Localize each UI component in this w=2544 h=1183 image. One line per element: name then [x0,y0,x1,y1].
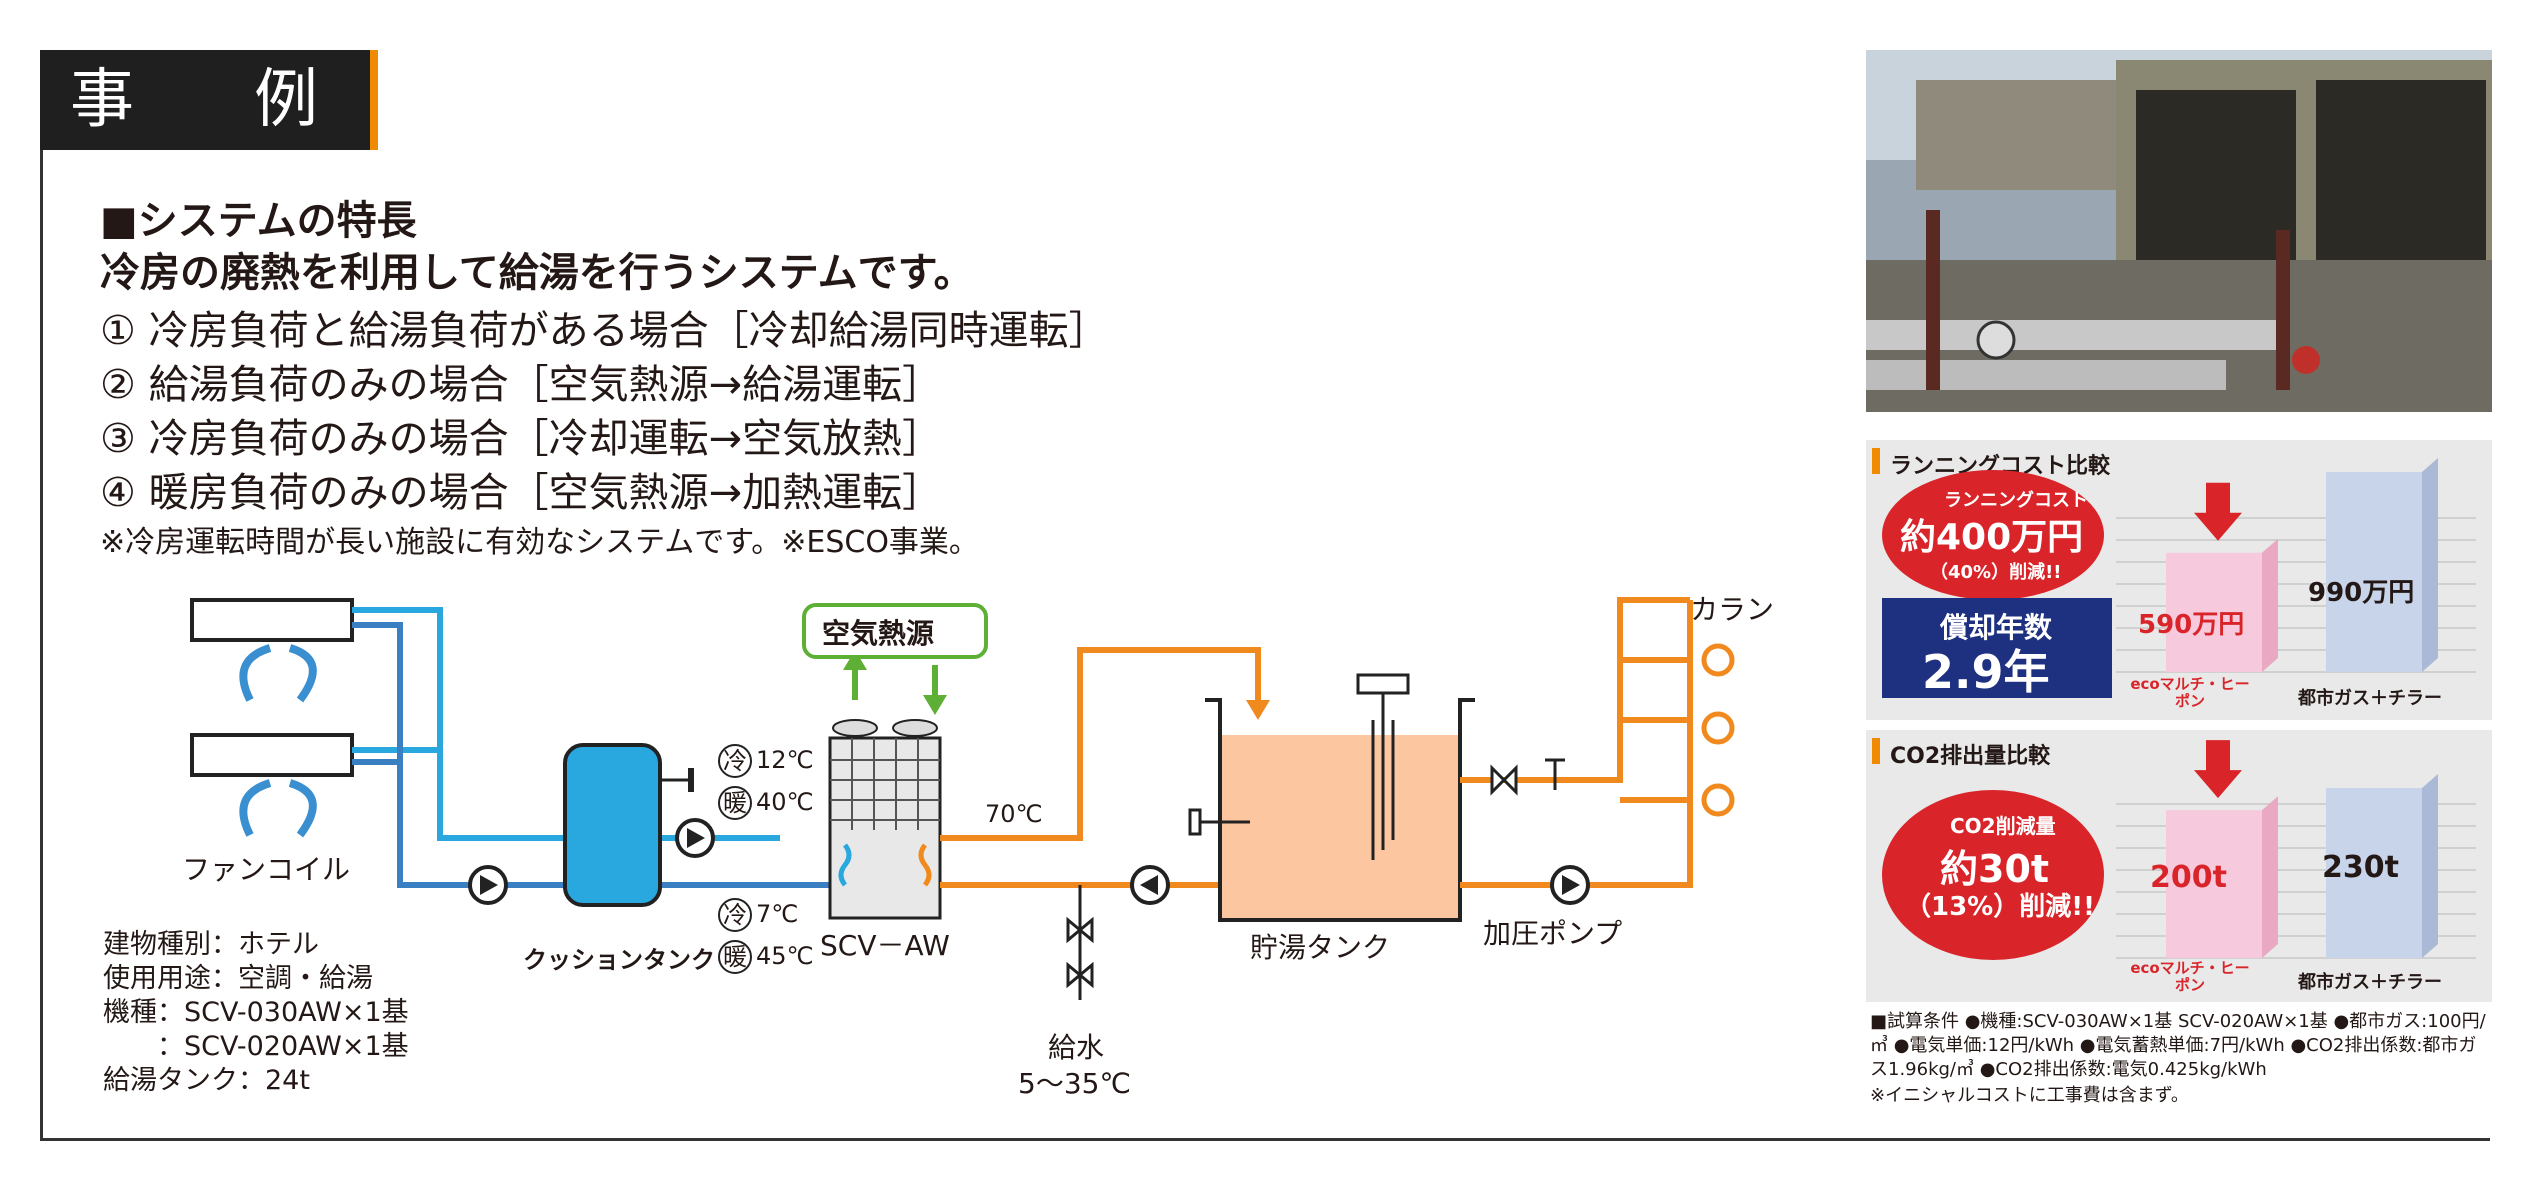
reduction-arrow [2194,740,2242,799]
payback-box [1882,598,2112,698]
hot-water-pipe [940,647,1261,841]
valve-icon [1490,764,1518,796]
eco-co2-label: ecoマルチ・ヒーポン [2130,959,2250,994]
bubble-line2: 約400万円 [1900,517,2084,558]
booster-pump-label: 加圧ポンプ [1483,917,1623,950]
eco-label: ecoマルチ・ヒーポン [2130,675,2250,710]
airflow-arrow [239,644,272,702]
savings-bubble [1882,470,2104,600]
fan-icon [832,719,878,737]
bubble-line1: ランニングコスト [1944,490,2088,511]
water-temp-label: 5〜35℃ [1018,1067,1131,1100]
feature-item-4: ④ 暖房負荷のみの場合［空気熱源→加熱運転］ [100,470,943,516]
spec-model-2: ：SCV-020AW×1基 [103,1031,409,1062]
air-source-label: 空気熱源 [822,617,935,650]
features-note: ※冷房運転時間が長い施設に有効なシステムです。※ESCO事業。 [100,525,979,560]
feature-item-3: ③ 冷房負荷のみの場合［冷却運転→空気放熱］ [100,416,943,462]
temp-70-label: 70℃ [985,800,1043,828]
bar-side [2422,458,2438,672]
gas-co2-value: 230t [2322,850,2399,885]
title-accent [370,50,378,150]
storage-tank [1205,698,1475,922]
panel-marker [1872,448,1880,474]
faucet-icon [1701,643,1735,817]
feature-item-1: ① 冷房負荷と給湯負荷がある場合［冷却給湯同時運転］ [100,308,1109,354]
features-heading: ■システムの特長 [100,198,417,244]
payback-label: 償却年数 [1940,611,2053,644]
water-supply-label: 給水 [1048,1031,1105,1064]
bar-side [2262,538,2278,672]
gas-cost-value: 990万円 [2308,578,2415,608]
scv-aw-label: SCV－AW [820,929,950,962]
temp-warm-bottom: 45℃ [756,942,814,970]
temp-warm-top: 40℃ [756,788,814,816]
co2-bubble [1882,790,2104,960]
title-bar [40,50,370,150]
page-title: 事 例 [70,63,346,137]
frame-left-border [40,150,43,1140]
storage-tank-water [1222,735,1458,918]
cushion-tank-label: クッションタンク [523,946,715,974]
fan-coil-label: ファンコイル [182,853,351,886]
fan-coil-unit-upper [190,598,354,642]
eco-co2-value: 200t [2150,860,2227,895]
features-subheading: 冷房の廃熱を利用して給湯を行うシステムです。 [100,250,974,296]
scv-aw-unit [828,736,942,920]
co2-bubble-line3: （13%）削減!! [1905,892,2095,922]
fan-coil-unit-lower [190,733,354,777]
gas-co2-label: 都市ガス＋チラー [2298,972,2442,993]
feature-item-2: ② 給湯負荷のみの場合［空気熱源→給湯運転］ [100,362,943,408]
airflow-arrow [288,644,317,703]
co2-chart [2116,740,2476,959]
spec-tank: 給湯タンク：24t [103,1065,310,1096]
cool-symbol: 冷 [718,898,752,932]
installation-photo [1866,50,2492,412]
bar-eco [2166,552,2262,672]
bar-side [2262,796,2278,958]
bubble-line3: （40%）削減!! [1930,562,2062,583]
warm-symbol: 暖 [718,940,752,974]
panel-marker [1872,738,1880,764]
bar-eco [2166,810,2262,958]
cushion-tank [563,743,662,907]
bar-gas [2326,472,2422,672]
running-cost-chart [2116,458,2476,673]
co2-bubble-line2: 約30t [1940,847,2050,891]
eco-cost-value: 590万円 [2138,610,2245,640]
faucet-label: カラン [1690,593,1775,626]
valve-icon [1066,961,1094,989]
gas-label: 都市ガス＋チラー [2298,688,2442,709]
warm-symbol: 暖 [718,786,752,820]
co2-bubble-line1: CO2削減量 [1950,814,2056,838]
payback-value: 2.9年 [1922,645,2050,699]
airflow-arrow [239,779,272,837]
valve-icon [1066,916,1094,944]
frame-bottom-border [40,1138,2490,1141]
footnote-initial-cost: ※イニシャルコストに工事費は含まず。 [1870,1085,2189,1106]
bar-side [2422,774,2438,958]
fan-icon [892,719,938,737]
co2-title: CO2排出量比較 [1890,744,2051,769]
spec-usage: 使用用途：空調・給湯 [103,963,373,994]
temp-cool-top: 12℃ [756,746,814,774]
spec-building-type: 建物種別：ホテル [103,929,319,960]
footnote-conditions: ■試算条件 ●機種:SCV-030AW×1基 SCV-020AW×1基 ●都市ガ… [1870,1011,2486,1080]
spec-model-1: 機種：SCV-030AW×1基 [103,997,409,1028]
air-source-box [802,603,988,659]
cool-symbol: 冷 [718,744,752,778]
bar-gas [2326,788,2422,958]
airflow-arrow [288,779,317,838]
storage-tank-label: 貯湯タンク [1250,931,1391,964]
reduction-arrow [2194,482,2242,541]
temp-cool-bottom: 7℃ [756,900,799,928]
system-diagram [190,597,1735,1000]
